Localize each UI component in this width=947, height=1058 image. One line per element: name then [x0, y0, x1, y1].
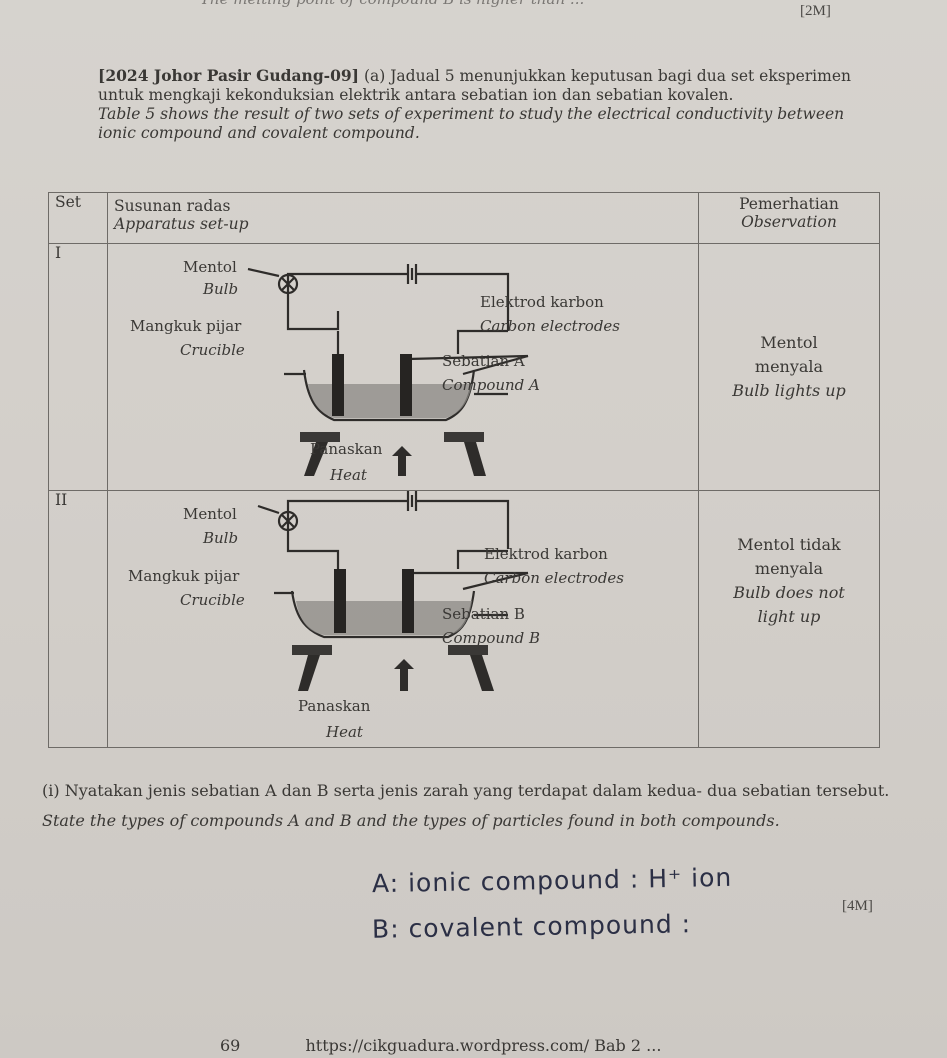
header-observation-en: Observation	[741, 213, 837, 231]
header-observation: Pemerhatian Observation	[698, 192, 880, 244]
sub-question-marks: [4M]	[842, 898, 873, 914]
observation-cell: Mentol menyala Bulb lights up	[698, 243, 880, 491]
crucible-label-en: Crucible	[180, 341, 245, 359]
electrodes-label-en: Carbon electrodes	[484, 569, 625, 587]
observation-ms-line2: menyala	[754, 559, 824, 578]
set-number: I	[48, 243, 108, 491]
footer-url: https://cikguadura.wordpress.com/ Bab 2 …	[305, 1036, 662, 1055]
previous-marks: [2M]	[800, 3, 831, 19]
observation-ms-line1: Mentol	[760, 333, 818, 352]
table-header-row: Set Susunan radas Apparatus set-up Pemer…	[48, 192, 880, 244]
header-apparatus-en: Apparatus set-up	[114, 215, 249, 233]
crucible-label-en: Crucible	[180, 591, 245, 609]
handwritten-answer-b: B: covalent compound :	[371, 909, 692, 944]
sub-question-en: State the types of compounds A and B and…	[42, 811, 780, 830]
electrodes-label-en: Carbon electrodes	[480, 317, 621, 335]
compound-label-ms: Sebatian B	[442, 605, 525, 623]
question-intro: [2024 Johor Pasir Gudang-09] (a) Jadual …	[98, 66, 858, 143]
handwritten-answer-a: A: ionic compound : H⁺ ion	[371, 862, 733, 899]
set-number: II	[48, 490, 108, 748]
bulb-label-en: Bulb	[203, 529, 239, 547]
header-set: Set	[48, 192, 108, 244]
bulb-label-ms: Mentol	[183, 258, 237, 276]
crucible-label-ms: Mangkuk pijar	[130, 317, 242, 335]
apparatus-diagram-icon	[257, 491, 529, 691]
observation-en-line1: Bulb lights up	[732, 381, 846, 400]
heat-label-ms: Panaskan	[298, 697, 371, 715]
table-row: II	[48, 490, 880, 748]
crucible-label-ms: Mangkuk pijar	[128, 567, 240, 585]
electrodes-label-ms: Elektrod karbon	[484, 545, 608, 563]
apparatus-cell: Mentol Bulb Mangkuk pijar Crucible Elekt…	[107, 243, 699, 491]
header-apparatus-ms: Susunan radas	[114, 197, 231, 215]
apparatus-cell: Mentol Bulb Mangkuk pijar Crucible Elekt…	[107, 490, 699, 748]
question-intro-en: Table 5 shows the result of two sets of …	[98, 105, 845, 142]
table-5: Set Susunan radas Apparatus set-up Pemer…	[48, 192, 880, 748]
apparatus-diagram-icon	[247, 264, 529, 476]
heat-label-en: Heat	[330, 466, 367, 484]
observation-ms-line1: Mentol tidak	[737, 535, 841, 554]
observation-ms-line2: menyala	[754, 357, 824, 376]
compound-label-en: Compound B	[442, 629, 541, 647]
question-tag: [2024 Johor Pasir Gudang-09]	[98, 66, 360, 85]
observation-cell: Mentol tidak menyala Bulb does not light…	[698, 490, 880, 748]
header-observation-ms: Pemerhatian	[739, 195, 839, 213]
header-apparatus: Susunan radas Apparatus set-up	[107, 192, 699, 244]
heat-label-ms: Panaskan	[310, 440, 383, 458]
sub-question: (i) Nyatakan jenis sebatian A dan B sert…	[42, 780, 902, 832]
bulb-label-ms: Mentol	[183, 505, 237, 523]
sub-question-ms: (i) Nyatakan jenis sebatian A dan B sert…	[42, 781, 890, 800]
page-number: 69	[220, 1036, 241, 1055]
page-footer: 69 https://cikguadura.wordpress.com/ Bab…	[220, 1036, 661, 1055]
electrodes-label-ms: Elektrod karbon	[480, 293, 604, 311]
heat-label-en: Heat	[326, 723, 363, 741]
observation-en-line2: light up	[757, 607, 821, 626]
observation-en-line1: Bulb does not	[733, 583, 845, 602]
bulb-label-en: Bulb	[203, 280, 239, 298]
table-row: I	[48, 243, 880, 491]
compound-label-ms: Sebatian A	[442, 352, 525, 370]
question-intro-ms: (a) Jadual 5 menunjukkan keputusan bagi …	[98, 67, 851, 104]
previous-question-fragment: The melting point of compound B is highe…	[200, 0, 584, 8]
compound-label-en: Compound A	[442, 376, 540, 394]
